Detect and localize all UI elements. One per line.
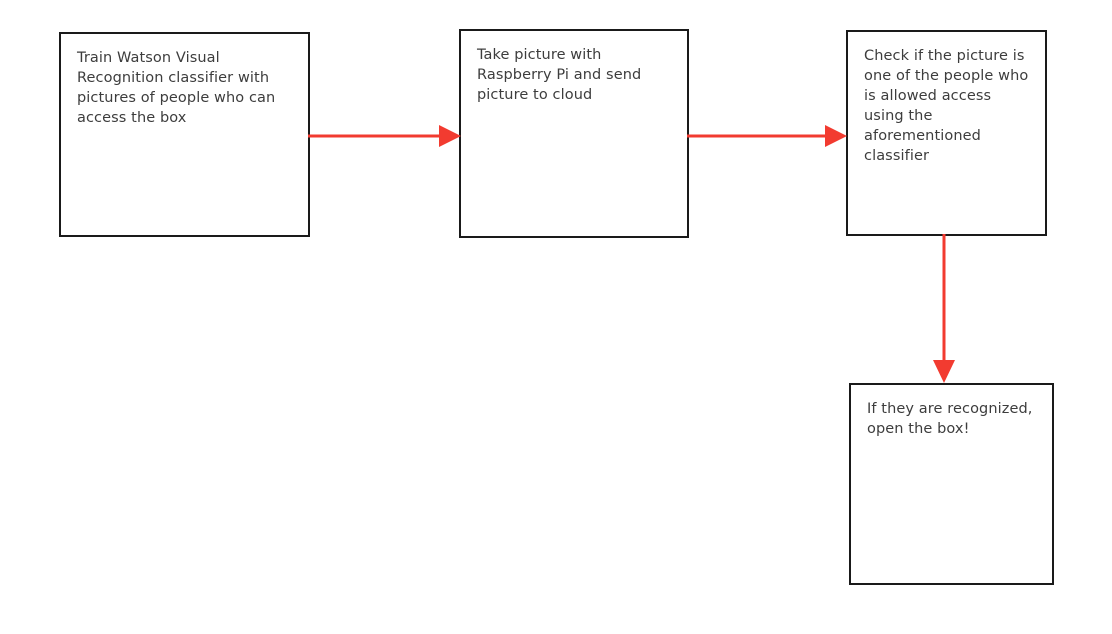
flowchart-node-verify[interactable]: Check if the picture is one of the peopl…	[846, 30, 1047, 236]
flowchart-node-train[interactable]: Train Watson Visual Recognition classifi…	[59, 32, 310, 237]
flowchart-node-open[interactable]: If they are recognized, open the box!	[849, 383, 1054, 585]
flowchart-arrow-capture-to-verify	[687, 115, 849, 157]
flowchart-arrow-verify-to-open	[925, 234, 965, 386]
node-capture-label: Take picture with Raspberry Pi and send …	[477, 47, 642, 103]
node-verify-label: Check if the picture is one of the peopl…	[864, 48, 1029, 164]
flowchart-arrow-train-to-capture	[308, 115, 463, 157]
node-open-label: If they are recognized, open the box!	[867, 401, 1033, 437]
node-train-label: Train Watson Visual Recognition classifi…	[77, 50, 276, 126]
flowchart-node-capture[interactable]: Take picture with Raspberry Pi and send …	[459, 29, 689, 238]
